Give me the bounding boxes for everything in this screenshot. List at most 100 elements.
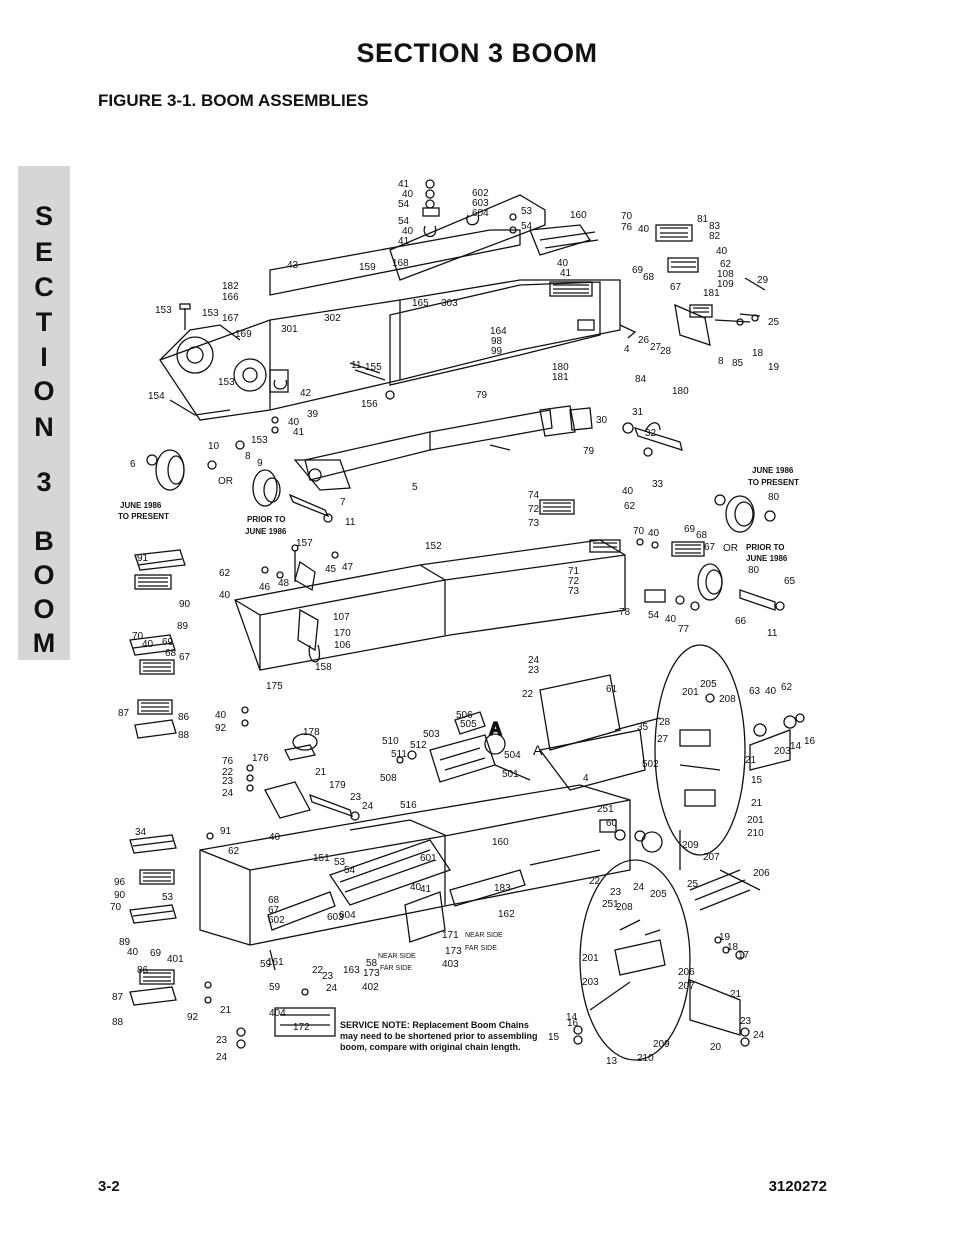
callout-label: 164 [490, 326, 507, 337]
callout-label: 71 [568, 566, 580, 577]
upper-boom-fly-section [269, 229, 521, 296]
callout-label: 62 [624, 501, 636, 512]
callout-label: 62 [781, 682, 793, 693]
callout-label: 176 [252, 753, 269, 764]
callout-label: 81 [697, 214, 709, 225]
callout-label: 28 [660, 346, 672, 357]
callout-label: 24 [753, 1030, 765, 1041]
callout-label: 32 [645, 428, 657, 439]
near-side-tag: NEAR SIDE [465, 932, 503, 939]
callout-label: 206 [753, 868, 770, 879]
callout-label: 23 [322, 971, 334, 982]
callout-label: 19 [768, 362, 780, 373]
callout-label: 160 [492, 837, 509, 848]
callout-label: 41 [420, 884, 432, 895]
callout-label: 60 [606, 818, 618, 829]
callout-label: 302 [324, 313, 341, 324]
callout-label: 24 [528, 655, 540, 666]
callout-label: 40 [215, 710, 227, 721]
callout-label: 251 [597, 804, 614, 815]
callout-label: 206 [678, 967, 695, 978]
callout-label: 503 [423, 729, 440, 740]
callout-label: 14 [790, 741, 802, 752]
side-tab-letter: C [34, 272, 54, 302]
callout-label: 40 [410, 882, 422, 893]
callout-label: 22 [222, 767, 234, 778]
callout-label: 40 [648, 528, 660, 539]
callout-label: 79 [476, 390, 488, 401]
callout-label: 45 [325, 564, 337, 575]
callout-label: 24 [362, 801, 374, 812]
far-side-tag: FAR SIDE [380, 965, 412, 972]
callout-label: 602 [268, 915, 285, 926]
callout-label: 88 [112, 1017, 124, 1028]
callout-label: 181 [703, 288, 720, 299]
callout-label: 501 [502, 769, 519, 780]
callout-label: 41 [293, 427, 305, 438]
callout-label: 48 [278, 578, 290, 589]
callout-label: 68 [643, 272, 655, 283]
callout-label: 156 [361, 399, 378, 410]
callout-label: 68 [696, 530, 708, 541]
callout-label: 67 [704, 542, 716, 553]
callout-label: 29 [757, 275, 769, 286]
side-tab-letter: E [34, 237, 53, 267]
near-side-tag: NEAR SIDE [378, 953, 416, 960]
date-note: TO PRESENT [118, 512, 169, 521]
callout-label: 512 [410, 740, 427, 751]
callout-label: 98 [491, 336, 503, 347]
callout-label: 21 [315, 767, 327, 778]
callout-label: 153 [155, 305, 172, 316]
callout-label: 61 [606, 684, 618, 695]
callout-label: 53 [162, 892, 174, 903]
callout-label: 22 [312, 965, 324, 976]
callout-label: 602 [472, 188, 489, 199]
callout-label: 25 [768, 317, 780, 328]
callout-label: 53 [334, 857, 346, 868]
callout-label: 40 [765, 686, 777, 697]
callout-label: 201 [582, 953, 599, 964]
side-tab-letter: O [33, 560, 55, 590]
detail-a-label: A [489, 719, 502, 739]
callout-label: 163 [343, 965, 360, 976]
callout-label: 183 [494, 883, 511, 894]
callout-label: 205 [700, 679, 717, 690]
callout-label: 92 [215, 723, 227, 734]
callout-label: 40 [402, 189, 414, 200]
callout-label: 72 [568, 576, 580, 587]
callout-label: 303 [441, 298, 458, 309]
callout-label: 169 [235, 329, 252, 340]
service-note-line: boom, compare with original chain length… [340, 1042, 521, 1052]
callout-label: 35 [637, 722, 649, 733]
callout-label: 74 [528, 490, 540, 501]
callout-label: 79 [583, 446, 595, 457]
callout-label: 178 [303, 727, 320, 738]
callout-label: 23 [610, 887, 622, 898]
callout-label: 11 [767, 628, 778, 639]
service-note-line: SERVICE NOTE: Replacement Boom Chains [340, 1020, 529, 1030]
callout-label: 21 [745, 755, 757, 766]
lower-boom-base-section [199, 784, 631, 946]
detail-a-marker: A [533, 742, 543, 758]
callout-label: 161 [267, 957, 284, 968]
callout-label: 72 [528, 504, 540, 515]
callout-label: 91 [137, 553, 149, 564]
upper-boom-base-section [159, 279, 621, 421]
callout-label: 87 [118, 708, 130, 719]
callout-label: 28 [659, 717, 671, 728]
callout-label: 30 [596, 415, 608, 426]
callout-label: 251 [602, 899, 619, 910]
callout-label: 46 [259, 582, 271, 593]
callout-label: 19 [719, 932, 731, 943]
callout-label: 171 [442, 930, 459, 941]
chain-assembly [328, 839, 452, 906]
callout-label: 23 [740, 1016, 752, 1027]
service-note: SERVICE NOTE: Replacement Boom Chains ma… [340, 1020, 538, 1052]
callout-label: 155 [365, 362, 382, 373]
callout-label: 90 [179, 599, 191, 610]
callout-label: 108 [717, 269, 734, 280]
callout-label: 27 [657, 734, 669, 745]
callout-label: 53 [521, 206, 533, 217]
callout-label: 47 [342, 562, 354, 573]
callout-label: 59 [260, 959, 272, 970]
